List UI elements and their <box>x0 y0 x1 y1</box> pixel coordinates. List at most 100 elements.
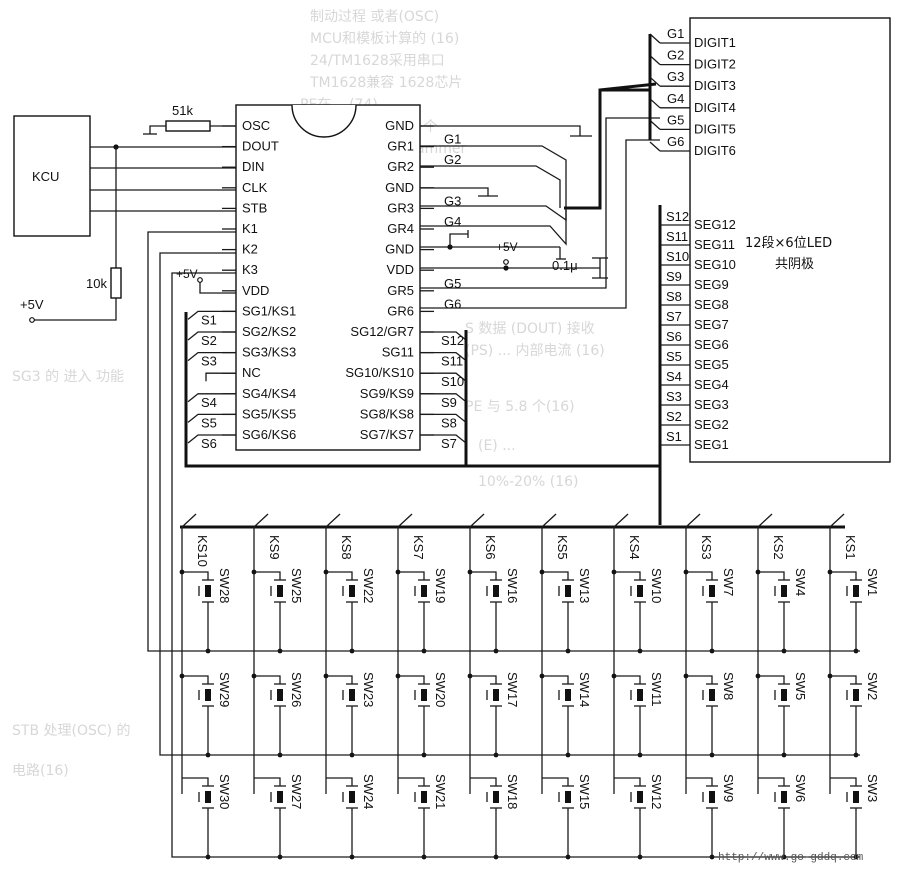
ic-left-pin-label: CLK <box>242 180 268 195</box>
led-display <box>689 17 891 463</box>
push-switch <box>565 791 571 803</box>
net-label: S12 <box>666 209 689 224</box>
net-label: G1 <box>444 132 461 147</box>
net-label: G3 <box>444 193 461 208</box>
kcu-label: KCU <box>32 169 59 184</box>
ic-right-pin-label: SG7/KS7 <box>360 427 414 442</box>
switch-label: SW1 <box>865 568 880 596</box>
switch-label: SW24 <box>361 774 376 809</box>
net-label: G5 <box>444 276 461 291</box>
column-label: KS2 <box>771 535 786 560</box>
display-segment-pin: SEG6 <box>694 337 729 352</box>
push-switch <box>781 585 787 597</box>
column-label: KS1 <box>843 535 858 560</box>
switch-label: SW10 <box>649 568 664 603</box>
ic-right-pin-label: GR5 <box>387 283 414 298</box>
net-label: S4 <box>666 369 682 384</box>
ic-right-pin-label: GR2 <box>387 159 414 174</box>
net-label: S6 <box>201 436 217 451</box>
net-label: S8 <box>441 415 457 430</box>
push-switch <box>709 585 715 597</box>
net-label: S2 <box>666 409 682 424</box>
ic-left-pin-label: SG3/KS3 <box>242 345 296 360</box>
supply-label-left: +5V <box>20 297 44 312</box>
push-switch <box>205 689 211 701</box>
column-label: KS5 <box>555 535 570 560</box>
ic-left-pin-label: SG1/KS1 <box>242 303 296 318</box>
ic-left-pin-label: VDD <box>242 283 269 298</box>
column-label: KS4 <box>627 535 642 560</box>
net-label: S3 <box>666 389 682 404</box>
ic-right-pin-label: SG9/KS9 <box>360 386 414 401</box>
net-label: S5 <box>201 415 217 430</box>
display-title: 12段×6位LED <box>745 236 832 251</box>
ic-right-pin-label: GR6 <box>387 303 414 318</box>
net-label: S1 <box>666 429 682 444</box>
switch-label: SW8 <box>721 672 736 700</box>
ic-right-pin-label: SG11 <box>382 345 414 360</box>
push-switch <box>493 791 499 803</box>
push-switch <box>205 585 211 597</box>
net-label: S8 <box>666 289 682 304</box>
net-label: S9 <box>441 395 457 410</box>
push-switch <box>493 689 499 701</box>
switch-label: SW2 <box>865 672 880 700</box>
push-switch <box>349 585 355 597</box>
switch-label: SW9 <box>721 774 736 802</box>
ic-notch <box>291 104 357 138</box>
net-label: S2 <box>201 333 217 348</box>
display-segment-pin: SEG5 <box>694 357 729 372</box>
net-label: G3 <box>667 69 684 84</box>
push-switch <box>781 689 787 701</box>
net-label: S11 <box>441 354 463 369</box>
ic-right-pin-label: VDD <box>387 262 414 277</box>
column-label: KS6 <box>483 535 498 560</box>
ic-left-pin-label: NC <box>242 365 261 380</box>
display-digit-pin: DIGIT4 <box>694 100 736 115</box>
column-label: KS3 <box>699 535 714 560</box>
push-switch <box>853 791 859 803</box>
ic-right-pin-label: GR4 <box>387 221 414 236</box>
ic-left-pin-label: SG5/KS5 <box>242 406 296 421</box>
display-segment-pin: SEG4 <box>694 377 729 392</box>
switch-label: SW6 <box>793 774 808 802</box>
display-segment-pin: SEG11 <box>694 237 735 252</box>
push-switch <box>637 585 643 597</box>
switch-label: SW14 <box>577 672 592 707</box>
push-switch <box>709 791 715 803</box>
ic-left-pin-label: STB <box>242 200 267 215</box>
ic-left-pin-label: OSC <box>242 118 270 133</box>
switch-label: SW18 <box>505 774 520 809</box>
push-switch <box>421 791 427 803</box>
net-label: G2 <box>444 152 461 167</box>
osc-resistor <box>165 120 211 132</box>
push-switch <box>421 689 427 701</box>
display-digit-pin: DIGIT2 <box>694 57 736 72</box>
switch-label: SW27 <box>289 774 304 809</box>
switch-label: SW7 <box>721 568 736 596</box>
display-segment-pin: SEG10 <box>694 257 736 272</box>
push-switch <box>565 689 571 701</box>
ic-right-pin-label: SG10/KS10 <box>345 365 414 380</box>
push-switch <box>421 585 427 597</box>
osc-resistor-label: 51k <box>172 103 193 118</box>
display-digit-pin: DIGIT5 <box>694 121 736 136</box>
column-label: KS7 <box>411 535 426 560</box>
net-label: G6 <box>667 134 684 149</box>
push-switch <box>205 791 211 803</box>
ic-right-pin-label: GR1 <box>387 139 414 154</box>
net-label: S3 <box>201 354 217 369</box>
switch-label: SW11 <box>649 672 664 706</box>
ic-left-pin-label: K2 <box>242 242 258 257</box>
net-label: G4 <box>444 214 461 229</box>
push-switch <box>565 585 571 597</box>
switch-label: SW17 <box>505 672 520 707</box>
push-switch <box>637 791 643 803</box>
push-switch <box>277 689 283 701</box>
push-switch <box>349 689 355 701</box>
column-label: KS9 <box>267 535 282 560</box>
ic-left-pin-label: SG6/KS6 <box>242 427 296 442</box>
push-switch <box>853 585 859 597</box>
ic-left-pin-label: K3 <box>242 262 258 277</box>
display-digit-pin: DIGIT1 <box>694 35 736 50</box>
